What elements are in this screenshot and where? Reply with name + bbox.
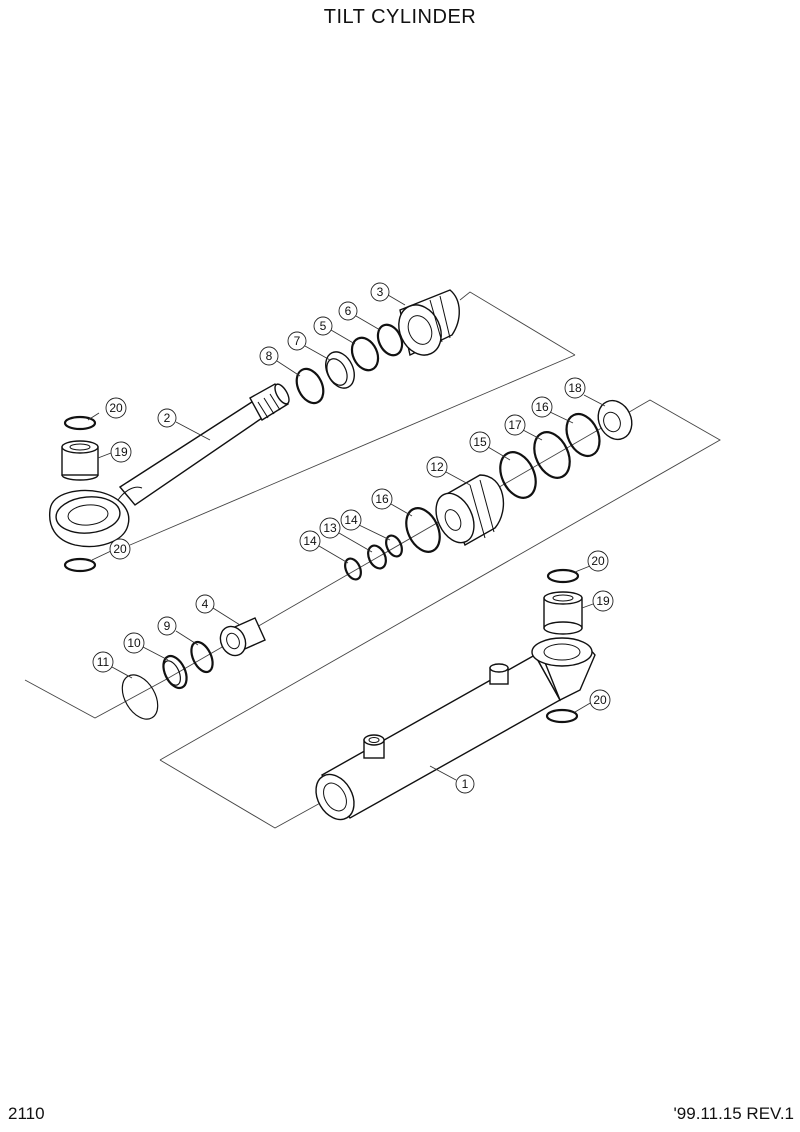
callout-label-14-upper: 14	[344, 513, 358, 527]
callout-label-20-lower-left: 20	[113, 542, 127, 556]
callout-label-7: 7	[294, 334, 301, 348]
callout-label-10: 10	[127, 636, 141, 650]
backup-ring-14-lower	[344, 557, 362, 581]
snap-ring-8	[295, 367, 325, 405]
callout-label-16-upper: 16	[535, 400, 549, 414]
callout-10: 10	[123, 632, 145, 654]
callout-label-3: 3	[377, 285, 384, 299]
callout-20-upper-right: 20	[587, 550, 609, 572]
callout-label-20-lower-right: 20	[593, 693, 607, 707]
callout-14-upper: 14	[340, 509, 362, 531]
callout-label-19-right: 19	[596, 594, 610, 608]
o-ring-9	[190, 640, 214, 674]
callout-label-18: 18	[568, 381, 582, 395]
callout-label-2: 2	[164, 411, 171, 425]
callout-17: 17	[504, 414, 526, 436]
callout-label-19-left: 19	[114, 445, 128, 459]
callout-9: 9	[157, 616, 177, 636]
page-title: TILT CYLINDER	[323, 6, 477, 28]
piston-rod	[48, 383, 290, 548]
rod-gland	[398, 289, 460, 357]
callout-label-20-upper-left: 20	[109, 401, 123, 415]
o-ring-11	[121, 674, 159, 720]
callout-20-lower-right: 20	[589, 689, 611, 711]
revision-date: '99.11.15 REV.1	[673, 1104, 794, 1123]
page-number: 2110	[8, 1104, 45, 1123]
callout-label-8: 8	[266, 349, 273, 363]
callout-4: 4	[195, 594, 215, 614]
callout-20-upper-left: 20	[105, 397, 127, 419]
callout-19-left: 19	[110, 441, 132, 463]
rod-frame-edge	[129, 354, 576, 546]
piston-ring-16-upper	[565, 412, 601, 458]
snap-ring-lower-right	[545, 708, 579, 724]
callout-3: 3	[370, 282, 390, 302]
snap-ring-lower-left	[63, 557, 97, 573]
dust-wiper-7	[325, 351, 355, 389]
callout-label-5: 5	[320, 319, 327, 333]
callout-label-17: 17	[508, 418, 522, 432]
callout-20-lower-left: 20	[109, 538, 131, 560]
callout-label-12: 12	[430, 460, 444, 474]
callout-1: 1	[455, 774, 475, 794]
callout-8: 8	[259, 346, 279, 366]
callout-7: 7	[287, 331, 307, 351]
callout-label-14-lower: 14	[303, 534, 317, 548]
callout-label-11: 11	[97, 655, 110, 669]
backup-ring-14-upper	[385, 534, 403, 558]
cylinder-tube	[315, 637, 596, 821]
callout-label-6: 6	[345, 304, 352, 318]
rod-seal-ring-6	[376, 323, 404, 357]
callout-11: 11	[92, 651, 114, 673]
callout-12: 12	[426, 456, 448, 478]
callout-label-20-upper-right: 20	[591, 554, 605, 568]
wear-ring-15	[499, 451, 537, 499]
callout-18: 18	[564, 377, 586, 399]
piston	[435, 474, 505, 547]
snap-ring-upper-left	[63, 415, 97, 431]
callout-label-15: 15	[473, 435, 487, 449]
piston-assembly-frame	[24, 399, 721, 761]
callout-label-9: 9	[164, 619, 171, 633]
callout-label-16-lower: 16	[375, 492, 389, 506]
spacer	[219, 617, 266, 657]
callout-5: 5	[313, 316, 333, 336]
bushing-right	[543, 591, 583, 635]
bushing-upper-left	[61, 440, 99, 481]
rod-assembly-frame	[459, 291, 576, 356]
snap-ring-upper-right	[546, 568, 580, 584]
callout-16-upper: 16	[531, 396, 553, 418]
leader-lines	[87, 294, 606, 781]
callout-label-13: 13	[323, 521, 337, 535]
wear-ring-17	[533, 431, 571, 479]
callout-label-1: 1	[462, 777, 469, 791]
callout-13: 13	[319, 517, 341, 539]
callout-15: 15	[469, 431, 491, 453]
backup-ring-10	[162, 654, 188, 690]
piston-nut	[597, 399, 633, 441]
rod-seal-ring-5	[350, 336, 380, 372]
piston-ring-16-lower	[405, 507, 441, 553]
callout-19-right: 19	[592, 590, 614, 612]
callout-6: 6	[338, 301, 358, 321]
callout-16-lower: 16	[371, 488, 393, 510]
callout-2: 2	[157, 408, 177, 428]
o-ring-13	[367, 544, 387, 570]
callout-14-lower: 14	[299, 530, 321, 552]
callout-label-4: 4	[202, 597, 209, 611]
